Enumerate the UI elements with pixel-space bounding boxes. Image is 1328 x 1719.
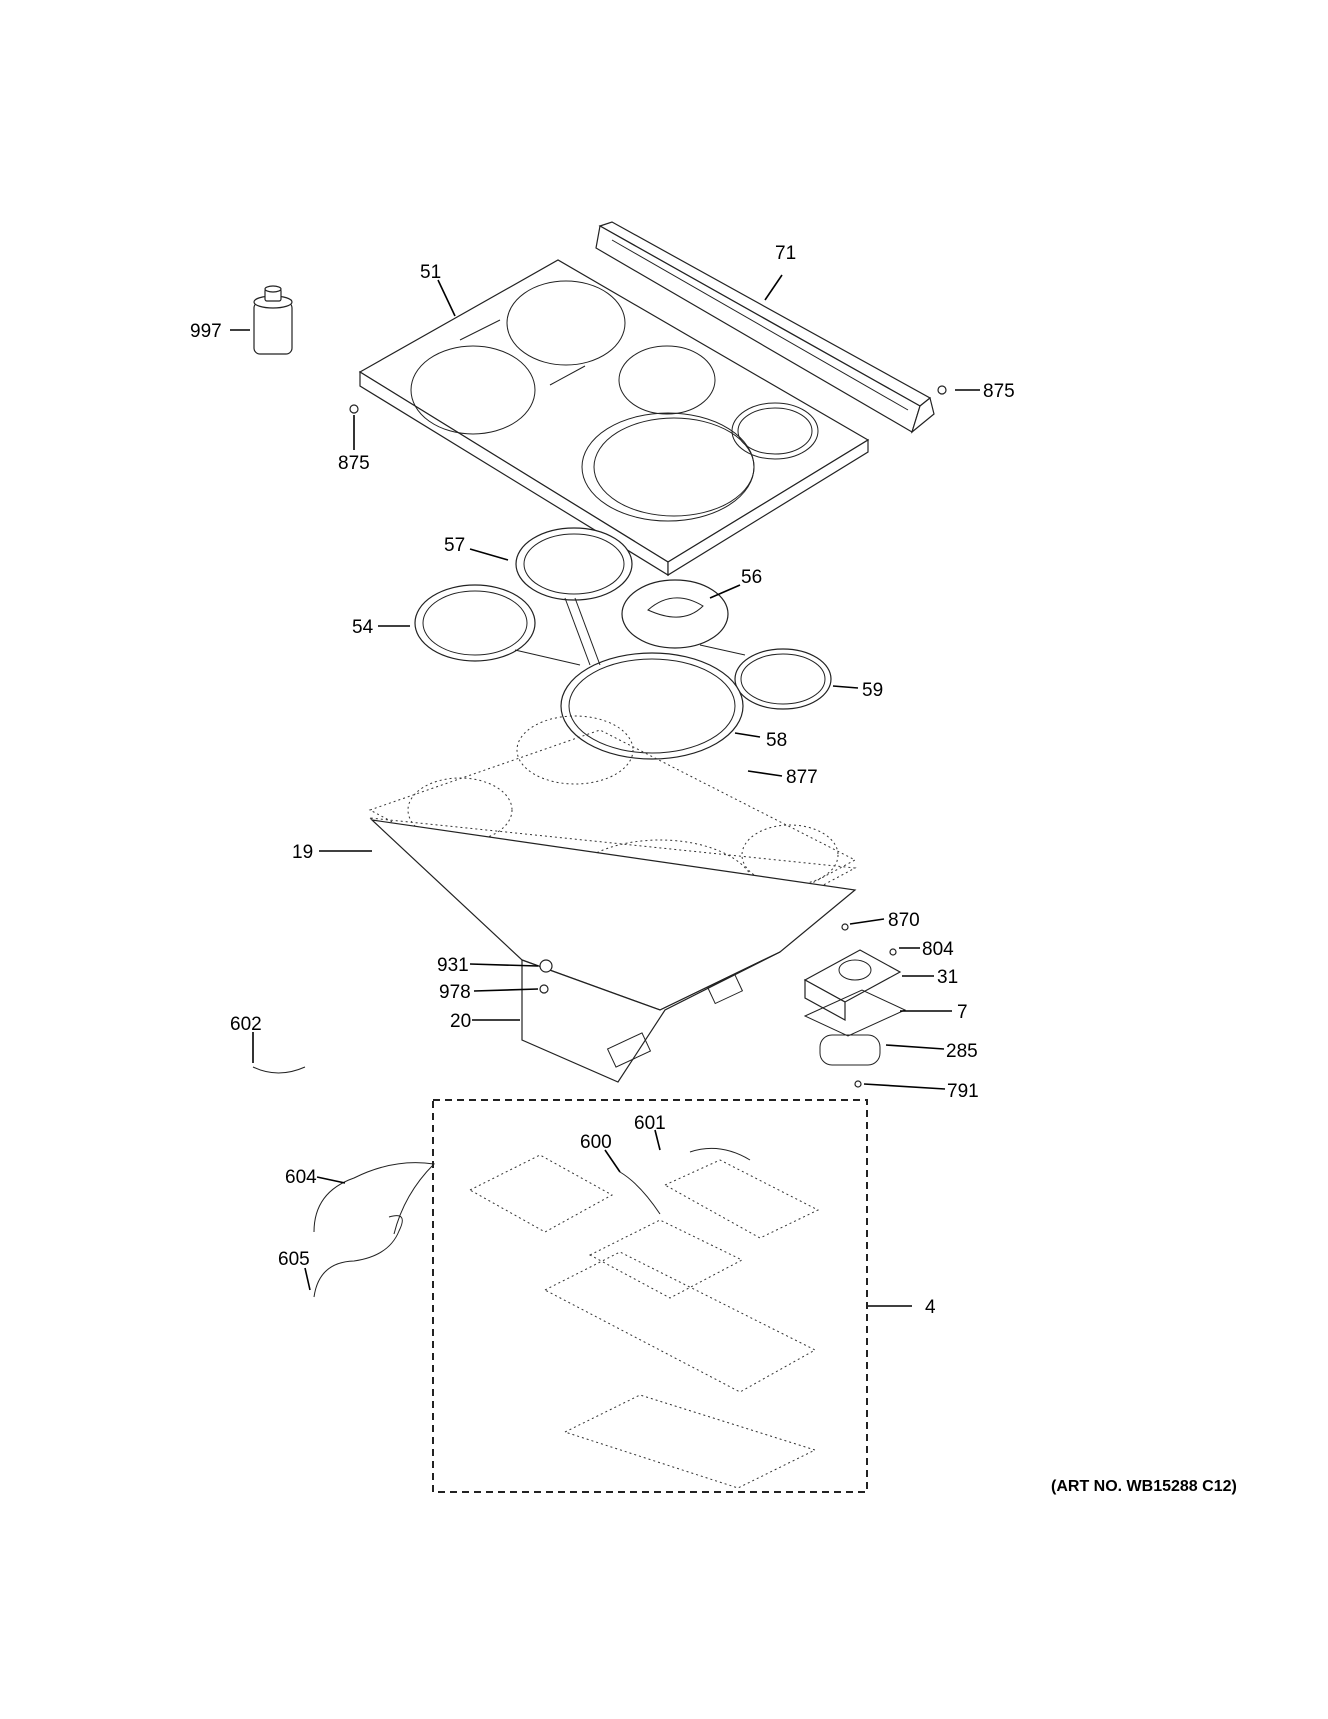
callout-604: 604 <box>285 1167 317 1188</box>
callout-58: 58 <box>766 730 787 751</box>
callout-59: 59 <box>862 680 883 701</box>
part-285-gasket <box>819 1034 881 1066</box>
part-791-screw <box>854 1080 862 1088</box>
callout-870: 870 <box>888 910 920 931</box>
leader-lines <box>230 274 980 1307</box>
part-602-harness <box>252 1066 306 1074</box>
callout-19: 19 <box>292 842 313 863</box>
part-875-screw-right <box>937 385 947 395</box>
callout-978: 978 <box>439 982 471 1003</box>
callout-57: 57 <box>444 535 465 556</box>
part-870-screw <box>841 923 849 931</box>
callout-791: 791 <box>947 1081 979 1102</box>
part-7-fan-bracket <box>803 989 907 1037</box>
part-605-harness <box>313 1215 403 1298</box>
callout-931: 931 <box>437 955 469 976</box>
part-931-nut <box>539 959 553 973</box>
part-20-bottom-pan <box>370 819 857 1083</box>
callout-labels: 997 51 71 875 875 57 56 54 59 58 877 19 … <box>190 243 1237 1495</box>
art-number: (ART NO. WB15288 C12) <box>1051 1478 1237 1495</box>
callout-56: 56 <box>741 567 762 588</box>
callout-4: 4 <box>925 1297 936 1318</box>
callout-600: 600 <box>580 1132 612 1153</box>
callout-804: 804 <box>922 939 954 960</box>
part-51-glass-cooktop <box>358 259 870 577</box>
callout-71: 71 <box>775 243 796 264</box>
callout-601: 601 <box>634 1113 666 1134</box>
callout-7: 7 <box>957 1002 968 1023</box>
part-875-screw-left <box>349 404 359 414</box>
part-58-element <box>560 652 744 760</box>
part-57-element <box>515 527 633 601</box>
part-4-assembly <box>468 1147 820 1489</box>
part-54-element <box>414 584 536 662</box>
callout-54: 54 <box>352 617 374 638</box>
callout-605: 605 <box>278 1249 310 1270</box>
callout-997: 997 <box>190 321 222 342</box>
part-997-cleaner-bottle <box>253 285 293 355</box>
part-31-fan <box>803 949 902 1022</box>
callout-875-right: 875 <box>983 381 1015 402</box>
part-4-assembly-box <box>432 1099 868 1493</box>
part-56-element <box>621 579 729 649</box>
callout-51: 51 <box>420 262 441 283</box>
callout-31: 31 <box>937 967 958 988</box>
part-604-harness <box>313 1162 436 1235</box>
part-59-element <box>734 648 832 710</box>
part-71-vent-trim <box>595 221 935 434</box>
callout-20: 20 <box>450 1011 471 1032</box>
callout-285: 285 <box>946 1041 978 1062</box>
callout-877: 877 <box>786 767 818 788</box>
element-wiring <box>514 597 746 666</box>
callout-875-left: 875 <box>338 453 370 474</box>
part-978-grommet <box>539 984 549 994</box>
callout-602: 602 <box>230 1014 262 1035</box>
part-804-screw <box>889 948 897 956</box>
